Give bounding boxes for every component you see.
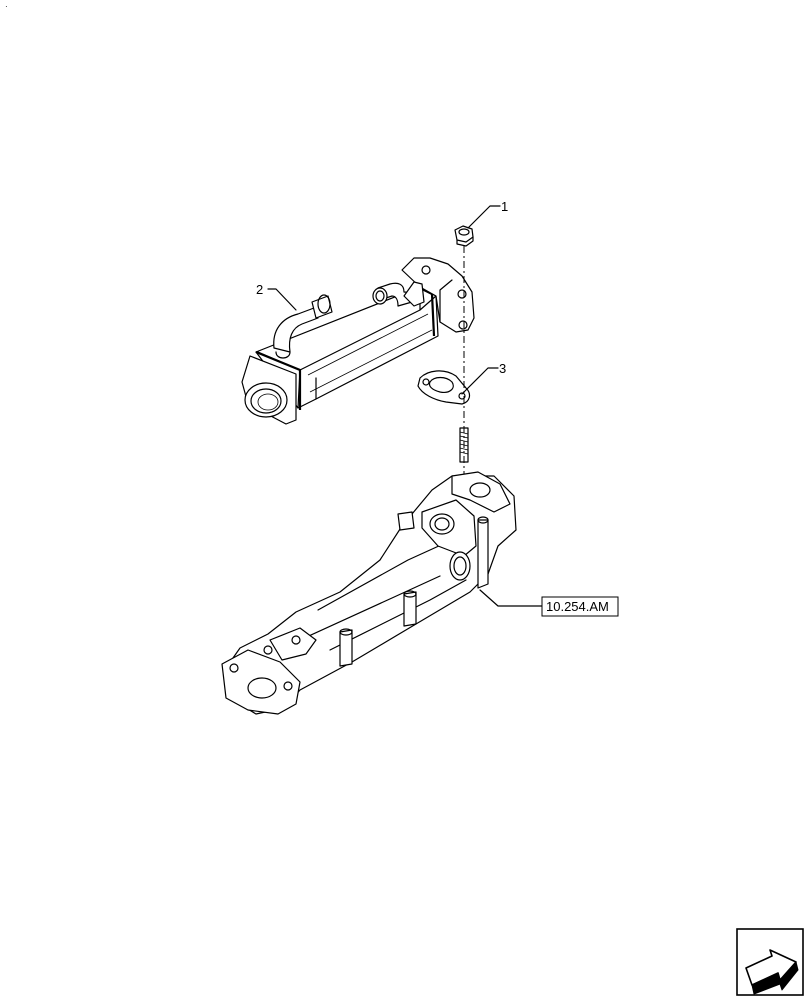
reference-box-10-254-am[interactable]: 10.254.AM <box>541 596 619 617</box>
callout-1-label[interactable]: 1 <box>501 199 508 214</box>
corner-mark: · <box>5 2 8 11</box>
callout-1-leader <box>467 205 501 229</box>
part-2-egr-cooler[interactable] <box>241 257 475 425</box>
part-3-gasket[interactable] <box>417 370 471 405</box>
callout-2-label[interactable]: 2 <box>256 282 263 297</box>
exhaust-manifold[interactable] <box>221 471 517 715</box>
callout-2-leader <box>267 288 297 311</box>
reference-label: 10.254.AM <box>546 599 609 614</box>
reference-leader <box>479 589 543 607</box>
callout-3-label[interactable]: 3 <box>499 361 506 376</box>
callout-3-leader <box>461 367 499 395</box>
next-page-arrow-icon[interactable] <box>736 928 804 996</box>
part-1-nut[interactable] <box>454 225 474 247</box>
